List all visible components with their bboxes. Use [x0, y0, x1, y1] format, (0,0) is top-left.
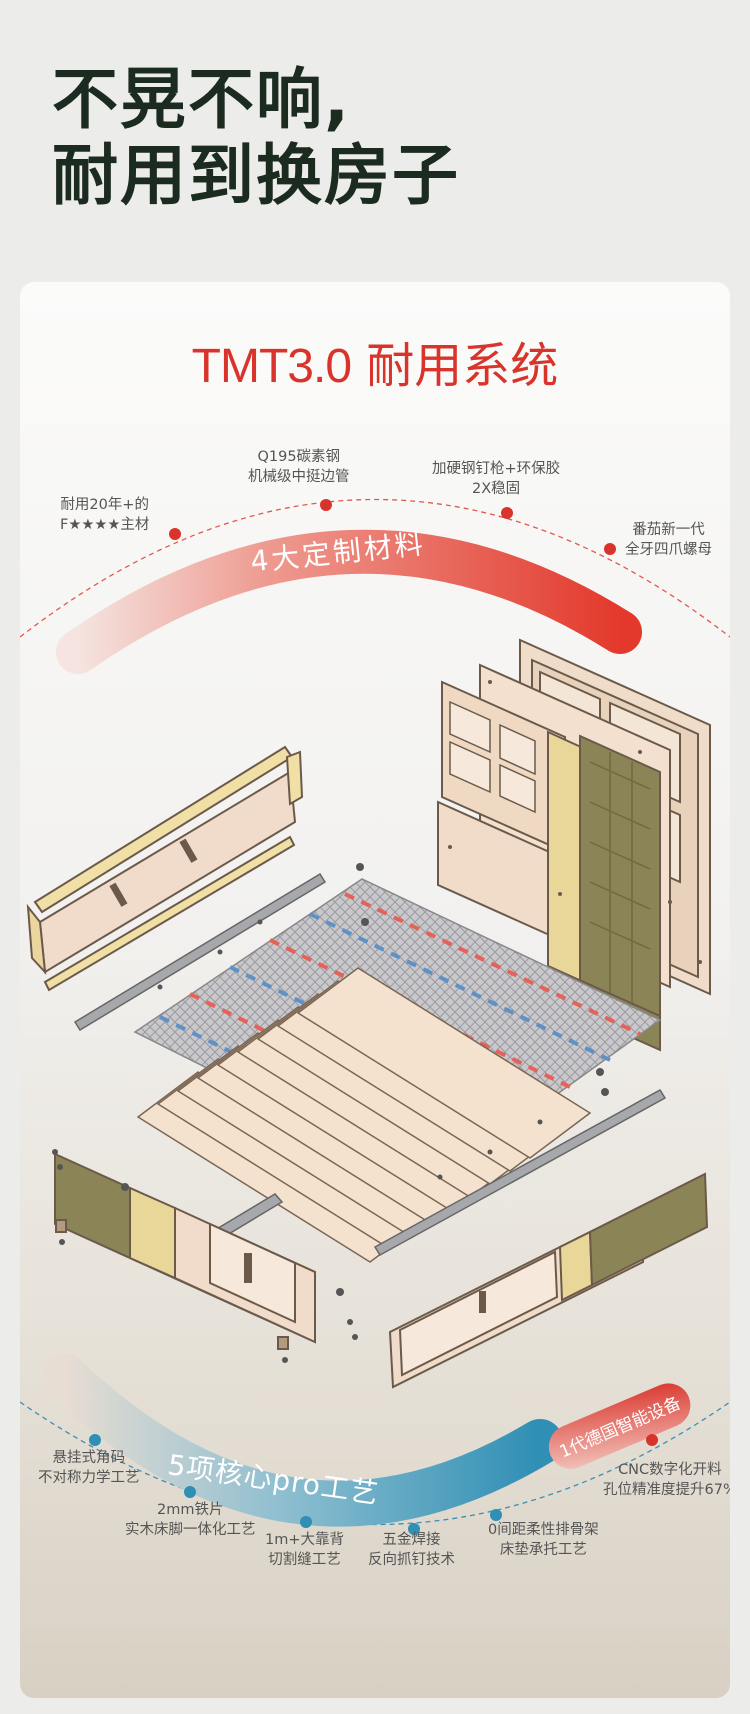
bed-exploded-illustration: 4大定制材料: [20, 499, 730, 1535]
material-label-4: 番茄新一代全牙四爪螺母: [625, 522, 712, 558]
system-card: TMT3.0 耐用系统 4: [20, 282, 730, 1698]
headline-line-2: 耐用到换房子: [52, 137, 460, 214]
headboard-frame: [437, 638, 711, 1052]
craft-label-3: 1m+大靠背切割缝工艺: [265, 1532, 344, 1568]
craft-label-4: 五金焊接反向抓钉技术: [368, 1532, 455, 1568]
craft-label-5: 0间距柔性排骨架床垫承托工艺: [488, 1522, 599, 1558]
craft-label-6: CNC数字化开料孔位精准度提升67%: [603, 1462, 730, 1498]
material-label-2: Q195碳素钢机械级中挺边管: [248, 449, 350, 485]
system-title-cn: 耐用系统: [366, 338, 559, 394]
craft-label-1: 悬挂式角码不对称力学工艺: [38, 1450, 140, 1486]
system-title: TMT3.0 耐用系统: [20, 326, 730, 396]
headline: 不晃不响, 耐用到换房子: [52, 62, 460, 214]
headline-line-1: 不晃不响,: [52, 61, 352, 138]
system-title-en: TMT3.0: [191, 340, 352, 393]
craft-label-2: 2mm铁片实木床脚一体化工艺: [125, 1502, 256, 1538]
